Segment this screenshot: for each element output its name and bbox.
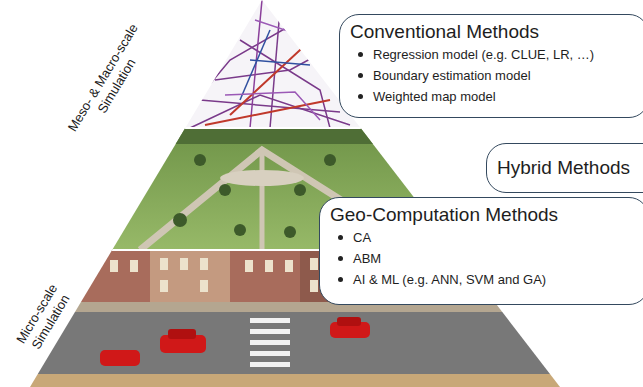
- map-road: [225, 92, 320, 120]
- building: [150, 250, 230, 302]
- window: [130, 260, 138, 272]
- crosswalk: [250, 318, 290, 367]
- map-road: [215, 40, 345, 80]
- crosswalk-stripe: [250, 340, 290, 345]
- bullet-text: Boundary estimation model: [373, 67, 531, 84]
- box-title: Hybrid Methods: [497, 156, 630, 180]
- window: [310, 280, 318, 292]
- bullet-text: Regression model (e.g. CLUE, LR, …): [373, 46, 594, 63]
- car: [337, 317, 361, 326]
- method-box: Conventional MethodsRegression model (e.…: [339, 14, 643, 118]
- bullet-item: CA: [330, 227, 636, 248]
- park-plaza: [220, 170, 304, 186]
- car: [168, 329, 196, 339]
- cars: [100, 317, 370, 366]
- bullet-dot: [358, 94, 363, 99]
- bullet-dot: [338, 256, 343, 261]
- tree: [284, 226, 296, 238]
- tree: [324, 154, 336, 166]
- window: [160, 258, 168, 270]
- scale-label: Meso- & Macro-scale Simulation: [58, 9, 163, 154]
- bullet-item: ABM: [330, 248, 636, 269]
- box-title: Conventional Methods: [350, 20, 636, 44]
- window: [110, 260, 118, 272]
- bullet-dot: [338, 235, 343, 240]
- bullet-item: Weighted map model: [350, 86, 636, 107]
- bullet-item: AI & ML (e.g. ANN, SVM and GA): [330, 269, 636, 290]
- window: [245, 260, 253, 272]
- box-title: Geo-Computation Methods: [330, 203, 636, 227]
- bullet-dot: [358, 73, 363, 78]
- map-road: [255, 20, 315, 60]
- tree: [194, 154, 206, 166]
- crosswalk-stripe: [250, 318, 290, 323]
- tree: [173, 213, 187, 227]
- bullet-text: CA: [353, 229, 371, 246]
- window: [200, 280, 208, 292]
- park-path: [260, 150, 265, 250]
- method-box: Hybrid Methods: [486, 143, 643, 193]
- crosswalk-stripe: [250, 351, 290, 356]
- window: [310, 258, 318, 270]
- tree: [234, 224, 246, 236]
- car: [100, 350, 140, 366]
- window: [265, 260, 273, 272]
- map-road: [250, 60, 310, 65]
- ground: [0, 374, 643, 387]
- window: [160, 280, 168, 292]
- map-road: [190, 95, 350, 128]
- bullet-text: Weighted map model: [373, 88, 496, 105]
- map-road: [205, 100, 330, 125]
- bullet-dot: [358, 52, 363, 57]
- window: [200, 258, 208, 270]
- bullet-item: Regression model (e.g. CLUE, LR, …): [350, 44, 636, 65]
- window: [180, 258, 188, 270]
- tree: [294, 184, 306, 196]
- street: [0, 312, 643, 374]
- map-road: [240, 30, 270, 100]
- method-box: Geo-Computation MethodsCA ABM AI & ML (e.g…: [319, 197, 643, 305]
- bullet-text: ABM: [353, 250, 381, 267]
- window: [285, 260, 293, 272]
- crosswalk-stripe: [250, 362, 290, 367]
- bullet-dot: [338, 277, 343, 282]
- road-network: [180, 0, 350, 128]
- tree: [219, 184, 231, 196]
- bullet-item: Boundary estimation model: [350, 65, 636, 86]
- crosswalk-stripe: [250, 329, 290, 334]
- bullet-text: AI & ML (e.g. ANN, SVM and GA): [353, 271, 546, 288]
